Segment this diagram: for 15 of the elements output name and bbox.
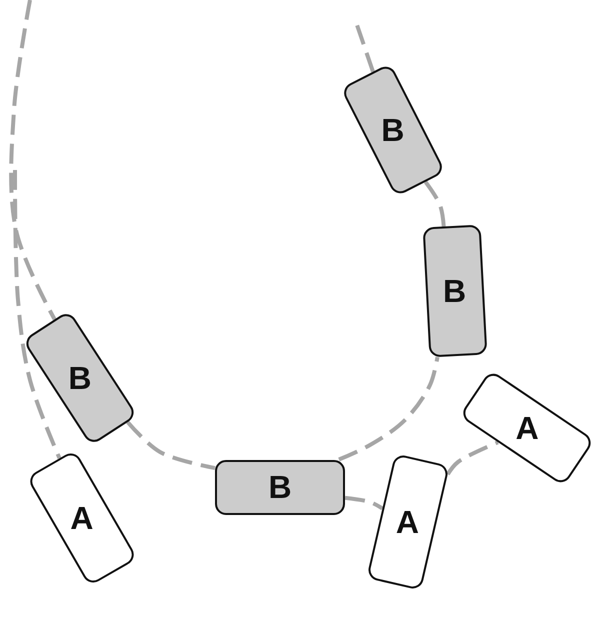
dashed-trajectory-line (446, 440, 499, 476)
dashed-trajectory-line (355, 24, 375, 72)
dashed-trajectory-line (126, 420, 216, 470)
car-label: B (268, 468, 292, 506)
car-label: A (515, 410, 539, 446)
dashed-trajectory-line (344, 496, 384, 510)
car-label: B (443, 272, 467, 310)
car-label: B (68, 360, 92, 396)
dashed-trajectory-line (338, 356, 440, 462)
car-label: A (70, 500, 94, 536)
car-label: A (396, 504, 420, 540)
car-label: B (381, 112, 405, 148)
dashed-trajectory-line (13, 170, 62, 460)
dashed-trajectory-line (9, 0, 56, 320)
car-shape (215, 460, 345, 514)
